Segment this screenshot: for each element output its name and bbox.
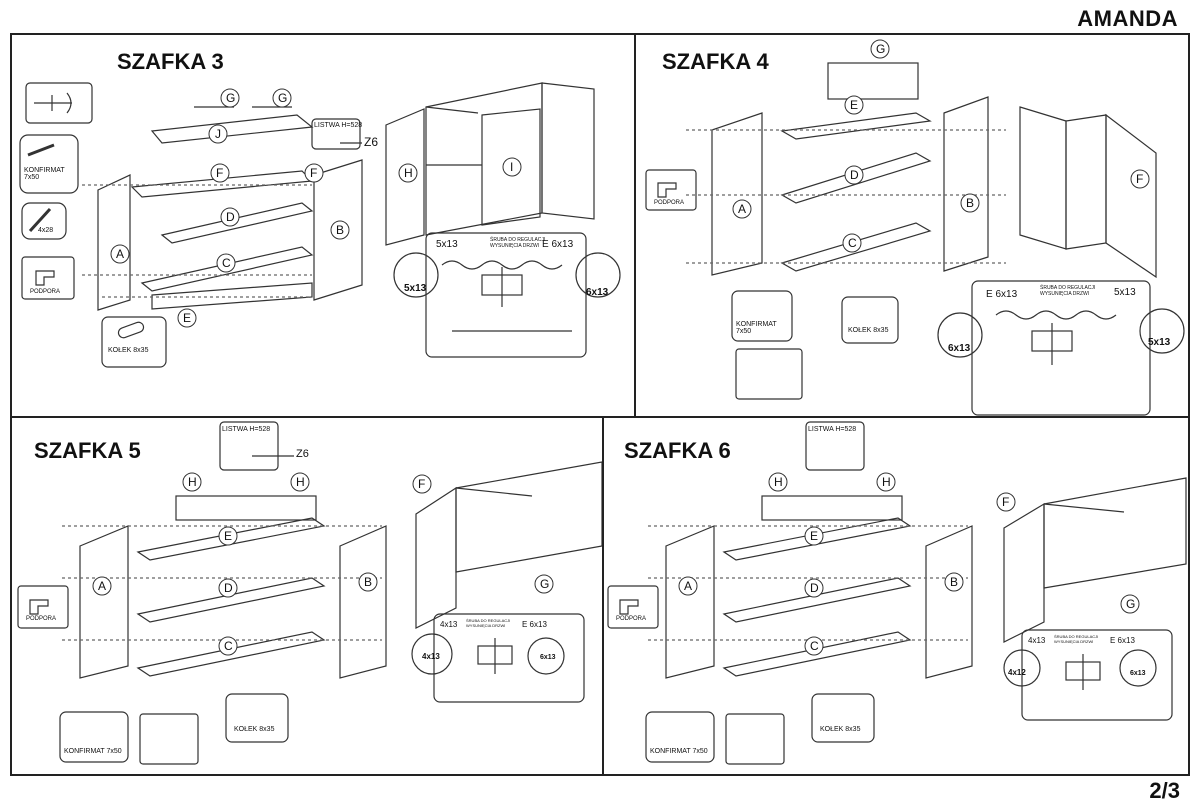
- part-label: G: [1126, 597, 1136, 611]
- part-label: G: [876, 42, 886, 56]
- assembly-diagram: [607, 421, 1187, 765]
- part-label: C: [810, 639, 819, 653]
- podpora-label: PODPORA: [616, 616, 647, 622]
- screw-left-size: 4x13: [422, 652, 440, 661]
- part-label: C: [222, 256, 231, 270]
- part-label: H: [188, 475, 197, 489]
- screw-left-size: 6x13: [948, 343, 971, 354]
- part-label: F: [418, 477, 426, 491]
- listwa-label: LISTWA H=528: [222, 426, 271, 433]
- panel-szafka-3: SZAFKA 3: [10, 33, 636, 418]
- part-label: H: [882, 475, 891, 489]
- listwa-label: LISTWA H=528: [314, 122, 363, 129]
- hinge-right-size: 5x13: [1114, 287, 1136, 298]
- part-label: G: [226, 91, 236, 105]
- part-label: C: [224, 639, 233, 653]
- page-number: 2/3: [1149, 778, 1180, 803]
- part-label: A: [98, 579, 107, 593]
- part-label: B: [966, 196, 975, 210]
- panel-szafka-4: SZAFKA 4: [634, 33, 1190, 418]
- hinge-e-size: E 6x13: [542, 239, 574, 250]
- konfirmat-label: KONFIRMAT 7x50: [64, 748, 122, 755]
- kolek-label: KOŁEK 8x35: [108, 347, 149, 354]
- part-label: F: [216, 166, 224, 180]
- panel-title: SZAFKA 4: [662, 49, 769, 74]
- kolek-label: KOŁEK 8x35: [848, 327, 889, 334]
- hinge-note: ŚRUBA DO REGULACJI WYSUNIĘCIA DRZWI: [1054, 634, 1099, 644]
- podpora-label: PODPORA: [30, 289, 61, 295]
- part-label: H: [404, 166, 413, 180]
- part-label: J: [215, 127, 221, 141]
- panel-title: SZAFKA 5: [34, 438, 141, 463]
- part-label: I: [510, 160, 514, 174]
- podpora-label: PODPORA: [26, 616, 57, 622]
- panel-szafka-5: SZAFKA 5: [10, 416, 604, 776]
- screw-right-size: 6x13: [586, 287, 609, 298]
- screw-right-size: 6x13: [540, 654, 556, 661]
- konfirmat-label: KONFIRMAT 7x50: [24, 167, 65, 181]
- part-label: B: [336, 223, 345, 237]
- part-label: E: [183, 311, 192, 325]
- hinge-e-size: E 6x13: [986, 289, 1018, 300]
- part-label: F: [1002, 495, 1010, 509]
- assembly-diagram: [19, 82, 621, 368]
- listwa-label: LISTWA H=528: [808, 426, 857, 433]
- part-label: H: [296, 475, 305, 489]
- part-label: F: [1136, 172, 1144, 186]
- part-label: G: [540, 577, 550, 591]
- konfirmat-label: KONFIRMAT 7x50: [650, 748, 708, 755]
- part-label: C: [848, 236, 857, 250]
- z6-label: Z6: [364, 135, 379, 149]
- part-label: D: [850, 168, 859, 182]
- screw-right-size: 5x13: [1148, 337, 1171, 348]
- part-label: A: [738, 202, 747, 216]
- part-label: E: [810, 529, 819, 543]
- part-label: F: [310, 166, 318, 180]
- part-label: D: [226, 210, 235, 224]
- assembly-diagram: [17, 421, 602, 765]
- hinge-note: ŚRUBA DO REGULACJI WYSUNIĘCIA DRZWI: [466, 618, 511, 628]
- hinge-left-size: 4x13: [1028, 636, 1046, 645]
- screw-right-size: 6x13: [1130, 670, 1146, 677]
- hinge-left-size: 4x13: [440, 620, 458, 629]
- part-label: B: [950, 575, 959, 589]
- screw-left-size: 4x12: [1008, 668, 1026, 677]
- kolek-label: KOŁEK 8x35: [820, 726, 861, 733]
- hinge-note: ŚRUBA DO REGULACJI WYSUNIĘCIA DRZWI: [1040, 285, 1096, 297]
- podpora-label: PODPORA: [654, 200, 685, 206]
- assembly-diagram: [645, 39, 1185, 416]
- z6-label: Z6: [296, 448, 309, 460]
- part-label: G: [278, 91, 288, 105]
- document-title: AMANDA: [1077, 6, 1178, 31]
- part-label: B: [364, 575, 373, 589]
- part-label: E: [224, 529, 233, 543]
- hinge-note: ŚRUBA DO REGULACJI WYSUNIĘCIA DRZWI: [490, 237, 546, 249]
- screw-size-label: 4x28: [38, 227, 54, 234]
- hinge-left-size: 5x13: [436, 239, 458, 250]
- panel-title: SZAFKA 6: [624, 438, 731, 463]
- hinge-e-size: E 6x13: [1110, 636, 1135, 645]
- part-label: D: [224, 581, 233, 595]
- screw-left-size: 5x13: [404, 283, 427, 294]
- panel-title: SZAFKA 3: [117, 49, 224, 74]
- konfirmat-label: KONFIRMAT 7x50: [736, 321, 777, 335]
- part-label: A: [684, 579, 693, 593]
- part-label: D: [810, 581, 819, 595]
- panel-szafka-6: SZAFKA 6: [602, 416, 1190, 776]
- part-label: H: [774, 475, 783, 489]
- part-label: E: [850, 98, 859, 112]
- hinge-e-size: E 6x13: [522, 620, 547, 629]
- kolek-label: KOŁEK 8x35: [234, 726, 275, 733]
- part-label: A: [116, 247, 125, 261]
